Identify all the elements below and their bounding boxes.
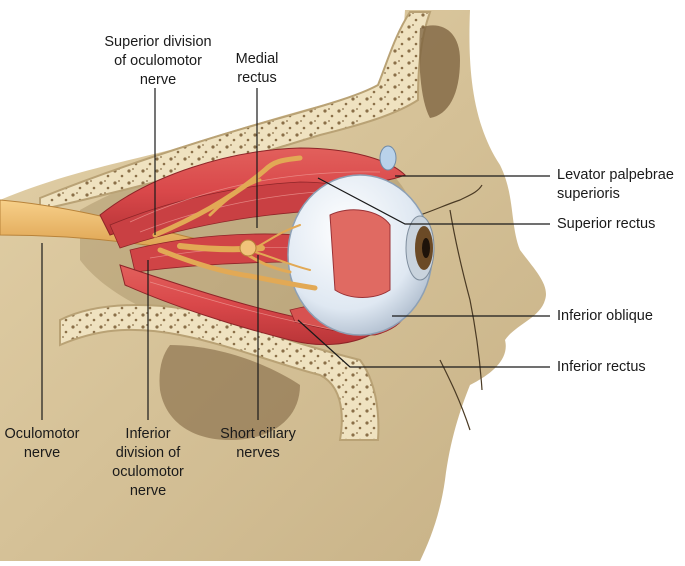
label-superior-division: Superior division of oculomotor nerve [104, 34, 212, 88]
ciliary-ganglion [239, 239, 257, 257]
label-inferior-oblique: Inferior oblique [557, 308, 653, 324]
label-short-ciliary-nerves: Short ciliary nerves [220, 426, 296, 461]
label-inferior-division: Inferior division of oculomotor nerve [112, 426, 184, 499]
leader-lines [41, 88, 550, 420]
label-levator-palpebrae: Levator palpebrae superioris [557, 167, 674, 202]
label-oculomotor-nerve: Oculomotor nerve [4, 426, 80, 461]
label-medial-rectus: Medial rectus [235, 51, 279, 86]
bone-sutures [419, 184, 483, 431]
skull [0, 10, 546, 561]
levator-tendon [379, 145, 397, 171]
label-superior-rectus: Superior rectus [557, 216, 656, 232]
label-inferior-rectus: Inferior rectus [557, 359, 646, 375]
orbit-floor [59, 304, 380, 441]
eyeball [287, 174, 435, 336]
